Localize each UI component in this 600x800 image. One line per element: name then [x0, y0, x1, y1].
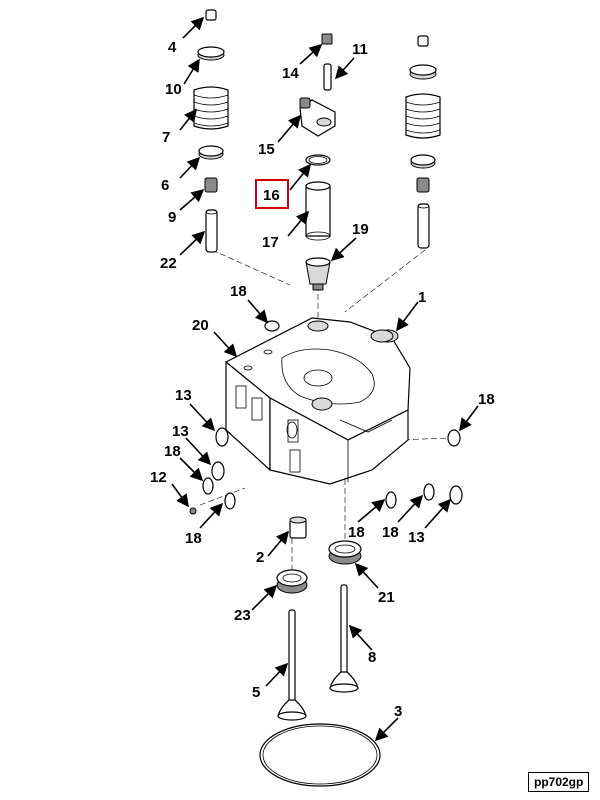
callout: 5	[252, 684, 260, 701]
callout: 18	[382, 524, 399, 541]
leader-arrows	[171, 16, 479, 742]
callout: 19	[352, 221, 369, 238]
right-valve-train	[405, 35, 441, 249]
lower-valves-and-seats	[259, 516, 381, 787]
callout: 23	[234, 607, 251, 624]
callout: 4	[168, 39, 177, 56]
figure-reference-code: pp702gp	[528, 772, 590, 792]
callout: 14	[282, 65, 299, 82]
callout: 18	[230, 283, 247, 300]
plugs-and-seals	[189, 320, 463, 515]
callout: 22	[160, 255, 177, 272]
callout: 13	[175, 387, 192, 404]
left-valve-train	[193, 9, 229, 253]
callout: 18	[185, 530, 202, 547]
callout: 21	[378, 589, 395, 606]
callout: 13	[408, 529, 425, 546]
highlight-box	[255, 179, 289, 209]
callout: 20	[192, 317, 209, 334]
callout-labels: 4 14 11 10 7 15 6 16 9 17 19 22 18 1 20 …	[150, 39, 495, 720]
callout: 17	[262, 234, 279, 251]
callout: 18	[164, 443, 181, 460]
callout: 13	[172, 423, 189, 440]
callout: 15	[258, 141, 275, 158]
left-valve-spring-drawing	[193, 86, 229, 130]
callout: 6	[161, 177, 169, 194]
callout: 7	[162, 129, 170, 146]
callout: 8	[368, 649, 376, 666]
callout: 18	[478, 391, 495, 408]
callout: 11	[352, 41, 368, 58]
callout: 18	[348, 524, 365, 541]
callout: 3	[394, 703, 402, 720]
right-valve-spring-drawing	[405, 93, 441, 139]
callout: 10	[165, 81, 182, 98]
injector-stack	[299, 33, 336, 291]
callout: 12	[150, 469, 167, 486]
callout: 9	[168, 209, 176, 226]
callout-highlighted: 16	[263, 187, 280, 204]
cylinder-head	[224, 317, 411, 485]
callout: 2	[256, 549, 264, 566]
callout: 1	[418, 289, 426, 306]
